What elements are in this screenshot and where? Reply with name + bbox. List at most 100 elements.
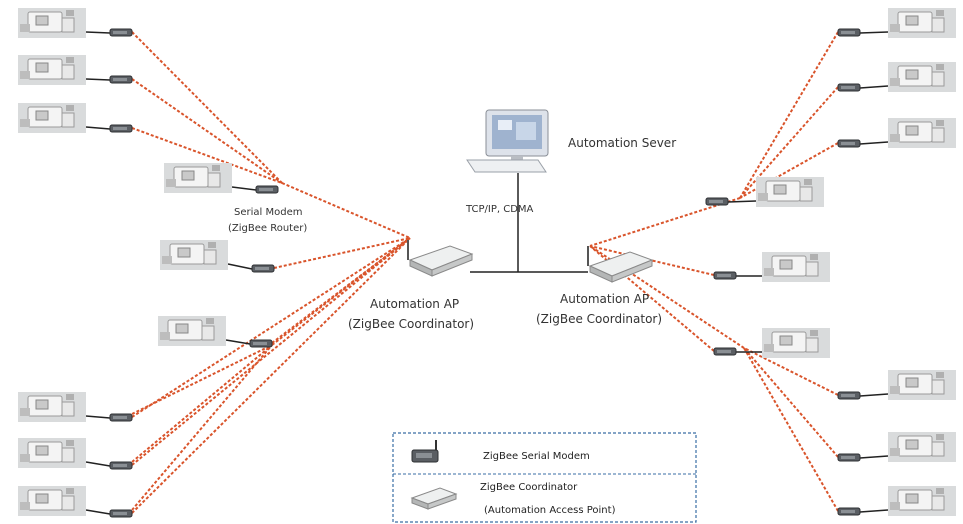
router-label-line2: (ZigBee Router)	[228, 223, 307, 234]
right-device-1	[837, 7, 957, 39]
machine-icon	[887, 431, 957, 463]
left-device-6	[157, 315, 273, 348]
device-wire	[85, 415, 111, 419]
left-device-8	[17, 437, 133, 470]
device-wire	[859, 393, 889, 397]
machine-icon	[761, 327, 831, 359]
machine-icon	[157, 315, 227, 347]
ap-link	[131, 237, 411, 514]
router-link	[131, 127, 283, 184]
machine-icon	[17, 391, 87, 423]
router-link	[131, 31, 283, 184]
network-label: TCP/IP, CDMA	[465, 204, 534, 215]
device-icons	[17, 7, 957, 518]
router-link	[131, 78, 283, 184]
right-device-7	[837, 369, 957, 401]
ap-link	[273, 237, 411, 269]
left-device-2	[17, 54, 133, 86]
machine-icon	[17, 54, 87, 86]
automation-server-icon	[466, 109, 549, 173]
device-wire	[859, 509, 889, 513]
relay-ap-link	[589, 245, 745, 349]
machine-icon	[887, 485, 957, 517]
legend-item-coordinator-label: ZigBee Coordinator	[480, 482, 578, 493]
wireless-links	[131, 31, 839, 514]
router-label-line1: Serial Modem	[234, 207, 302, 218]
zigbee-coordinator-icon	[410, 487, 458, 510]
machine-icon	[163, 162, 233, 194]
right-device-6	[713, 327, 831, 359]
machine-icon	[887, 369, 957, 401]
device-wire	[85, 78, 111, 81]
device-wire	[225, 339, 251, 345]
serial-modem-icon	[109, 124, 133, 133]
serial-modem-icon	[713, 271, 737, 280]
router-link	[739, 31, 839, 199]
serial-modem-icon	[837, 453, 861, 462]
device-wire	[859, 455, 889, 459]
legend-item-coordinator-sublabel: (Automation Access Point)	[484, 505, 616, 516]
backbone-network	[470, 173, 588, 273]
machine-icon	[887, 7, 957, 39]
device-wire	[859, 31, 889, 34]
serial-modem-icon	[837, 507, 861, 516]
serial-modem-icon	[837, 83, 861, 92]
machine-icon	[17, 102, 87, 134]
relay-link	[743, 347, 839, 396]
right-device-8	[837, 431, 957, 463]
machine-icon	[887, 61, 957, 93]
serial-modem-icon	[713, 347, 737, 356]
serial-modem-icon	[837, 139, 861, 148]
machine-icon	[761, 251, 831, 283]
left-device-1	[17, 7, 133, 39]
relay-link	[131, 344, 273, 463]
router-ap-link	[589, 197, 741, 247]
device-wire	[85, 509, 111, 515]
right-device-9	[837, 485, 957, 517]
serial-modem-icon	[249, 339, 273, 348]
ap-right-label-line1: Automation AP	[560, 292, 649, 306]
serial-modem-icon	[255, 185, 279, 194]
machine-icon	[17, 437, 87, 469]
relay-link	[131, 344, 273, 415]
router-ap-link	[281, 182, 411, 239]
serial-modem-icon	[109, 75, 133, 84]
right-device-5	[713, 251, 831, 283]
serial-modem-icon	[837, 28, 861, 37]
machine-icon	[17, 485, 87, 517]
device-wire	[231, 186, 257, 191]
left-device-7	[17, 391, 133, 423]
left-device-3	[17, 102, 133, 134]
legend-item-modem-label: ZigBee Serial Modem	[483, 451, 590, 462]
ap-left-label-line1: Automation AP	[370, 297, 459, 311]
automation-ap-left-icon	[407, 239, 473, 277]
machine-icon	[887, 117, 957, 149]
device-wire	[227, 263, 253, 270]
relay-link	[743, 347, 839, 458]
serial-modem-icon	[109, 509, 133, 518]
serial-modem-icon	[109, 28, 133, 37]
serial-modem-icon	[251, 264, 275, 273]
serial-modem-icon	[837, 391, 861, 400]
relay-link	[743, 347, 839, 512]
serial-modem-icon	[705, 197, 729, 206]
serial-modem-icon	[109, 413, 133, 422]
ap-link	[589, 245, 715, 276]
device-wire	[859, 141, 889, 145]
serial-modem-icon	[109, 461, 133, 470]
machine-icon	[17, 7, 87, 39]
zigbee-serial-modem-icon	[411, 440, 439, 463]
right-device-3	[837, 117, 957, 149]
device-wire	[859, 85, 889, 89]
machine-icon	[159, 239, 229, 271]
device-wire	[727, 200, 757, 203]
device-wire	[85, 461, 111, 467]
ap-link	[131, 237, 411, 418]
relay-link	[131, 344, 273, 511]
router-link	[739, 142, 839, 199]
device-wire	[85, 126, 111, 130]
right-device-2	[837, 61, 957, 93]
left-device-5	[159, 239, 275, 273]
device-wires	[85, 31, 889, 515]
